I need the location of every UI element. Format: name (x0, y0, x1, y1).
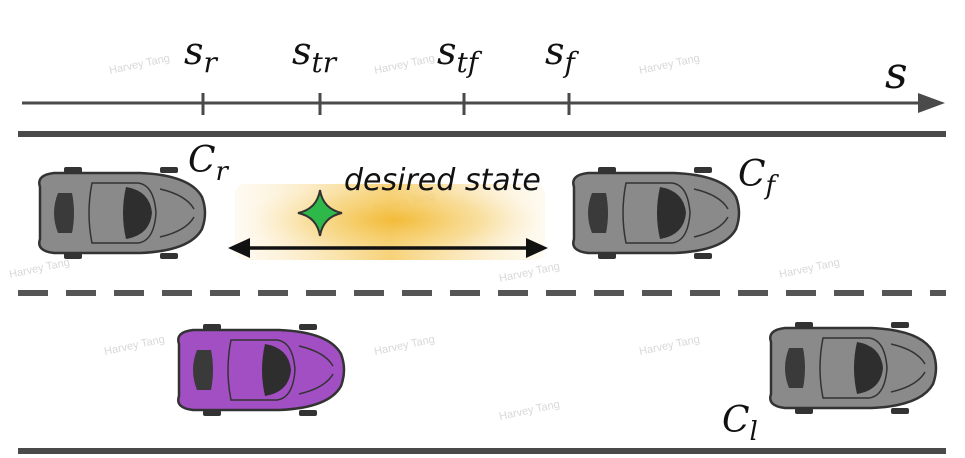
s-axis-label: s (885, 48, 908, 99)
star-icon (297, 189, 343, 237)
watermark: Harvey Tang (373, 333, 436, 358)
watermark: Harvey Tang (103, 333, 166, 358)
watermark: Harvey Tang (498, 398, 561, 423)
s-axis: s sr str stf sf (22, 29, 945, 115)
watermark: Harvey Tang (638, 52, 701, 77)
watermark: Harvey Tang (498, 260, 561, 285)
car-front (572, 165, 741, 261)
car-front-label: Cf (738, 154, 780, 201)
desired-state-label: desired state (344, 163, 541, 198)
watermark: Harvey Tang (8, 256, 71, 281)
car-ego (177, 322, 346, 418)
tick-label-s-f: sf (545, 29, 580, 79)
desired-range-arrowhead-right (526, 238, 548, 258)
watermark: Harvey Tang (108, 52, 171, 77)
tick-label-s-r: sr (184, 29, 219, 79)
car-lead (769, 320, 938, 416)
tick-label-s-tf: stf (437, 29, 483, 79)
watermark: Harvey Tang (778, 256, 841, 281)
s-axis-arrowhead (918, 93, 945, 113)
watermark: Harvey Tang (373, 52, 436, 77)
car-rear (38, 165, 207, 261)
desired-range-arrowhead-left (228, 238, 250, 258)
desired-state-region: desired state (228, 163, 548, 262)
car-rear-label: Cr (188, 140, 230, 187)
tick-label-s-tr: str (292, 29, 338, 79)
car-lead-label: Cl (722, 400, 758, 447)
watermark: Harvey Tang (638, 333, 701, 358)
